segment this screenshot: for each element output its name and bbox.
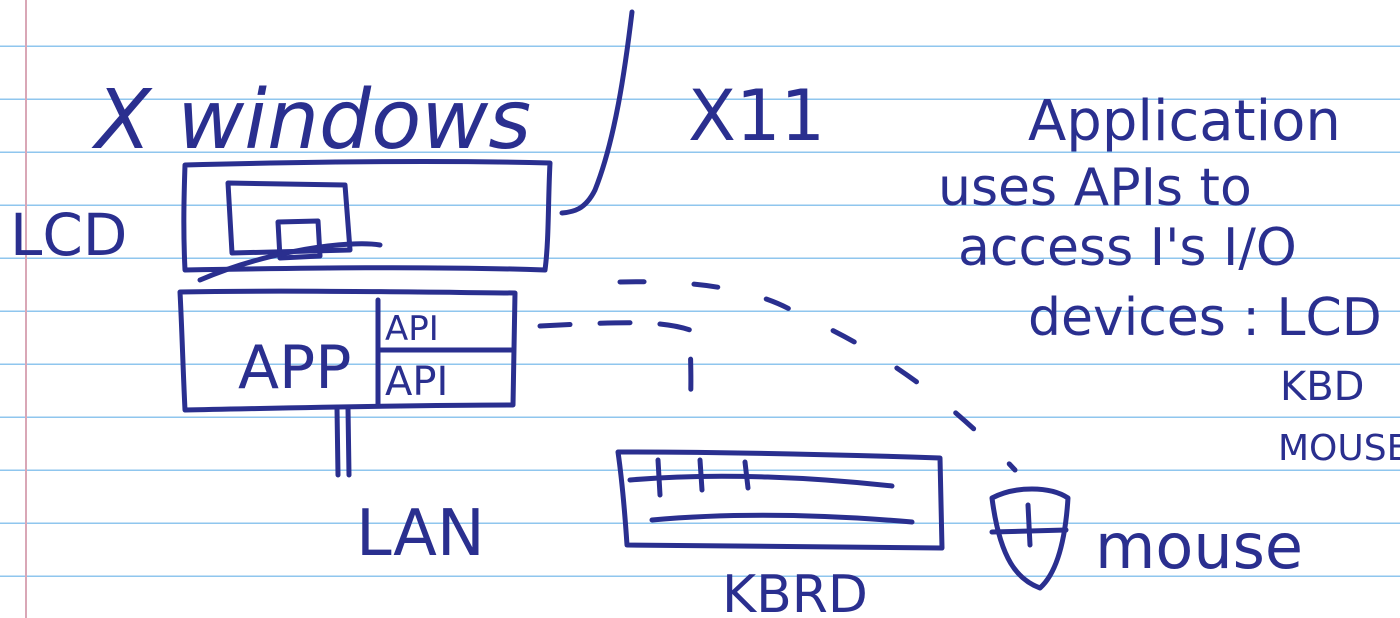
lcd-inner-window	[225, 180, 353, 256]
notebook-margin-line	[25, 0, 27, 618]
title-x11: X11	[688, 75, 825, 157]
label-lan: LAN	[356, 497, 485, 571]
note-line-1: Application	[1028, 89, 1341, 154]
divider-slash	[559, 9, 635, 216]
keyboard-outline	[615, 449, 945, 551]
dashed-link-to-mouse	[617, 279, 1018, 473]
lan-connector-line-a	[334, 405, 341, 478]
keyboard-key-row-1	[627, 473, 895, 489]
label-app: APP	[238, 333, 351, 403]
app-box-outline	[177, 288, 518, 413]
label-api-top: API	[385, 309, 439, 349]
mouse-outline	[989, 486, 1071, 591]
label-api-bottom: API	[385, 359, 448, 405]
note-line-4: devices : LCD	[1028, 288, 1382, 348]
title-x-windows: X windows	[91, 73, 531, 168]
lcd-monitor-outline	[181, 159, 553, 273]
note-line-2: uses APIs to	[938, 158, 1252, 218]
keyboard-key-row-2	[649, 512, 915, 525]
lan-connector-line-b	[345, 405, 352, 478]
keyboard-key-ticks	[655, 457, 751, 498]
lcd-base-curve	[197, 241, 383, 283]
label-kbrd: KBRD	[722, 565, 868, 618]
note-line-5: KBD	[1280, 364, 1364, 410]
label-mouse: mouse	[1095, 510, 1303, 583]
label-lcd: LCD	[10, 201, 127, 269]
note-line-6: MOUSE	[1278, 428, 1400, 469]
mouse-wheel	[1025, 502, 1033, 548]
dashed-link-to-devices	[537, 320, 694, 413]
note-line-3: access I's I/O	[958, 218, 1297, 278]
lcd-inner-square	[275, 218, 323, 261]
